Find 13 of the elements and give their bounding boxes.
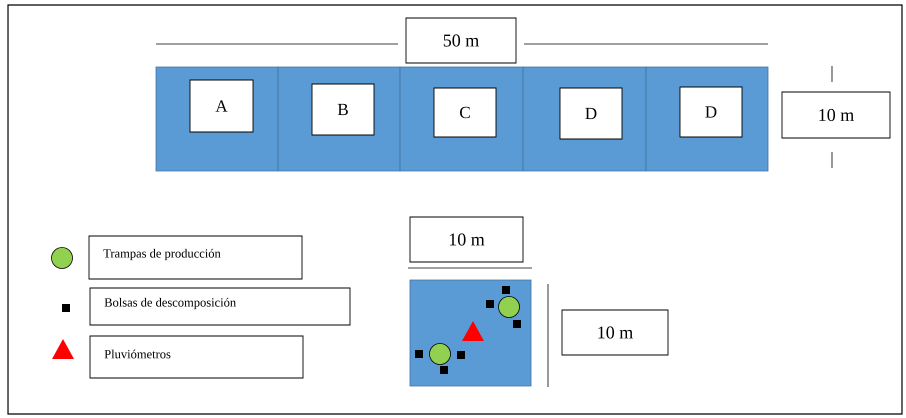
letter-box: D <box>560 88 622 140</box>
legend-box: Pluviómetros <box>90 336 304 378</box>
dimension-box: 10 m <box>410 216 524 262</box>
letter-box: B <box>312 84 374 136</box>
legend-box: Bolsas de descomposición <box>90 288 350 326</box>
legend-box: Trampas de producción <box>88 236 302 280</box>
plot-square <box>410 280 532 386</box>
letter-box: C <box>434 88 496 138</box>
dimension-box: 50 m <box>406 18 516 64</box>
dimension-box: 10 m <box>782 92 890 138</box>
letter-box: A <box>190 80 254 132</box>
letter-box: D <box>680 86 742 138</box>
dimension-box: 10 m <box>562 310 668 356</box>
